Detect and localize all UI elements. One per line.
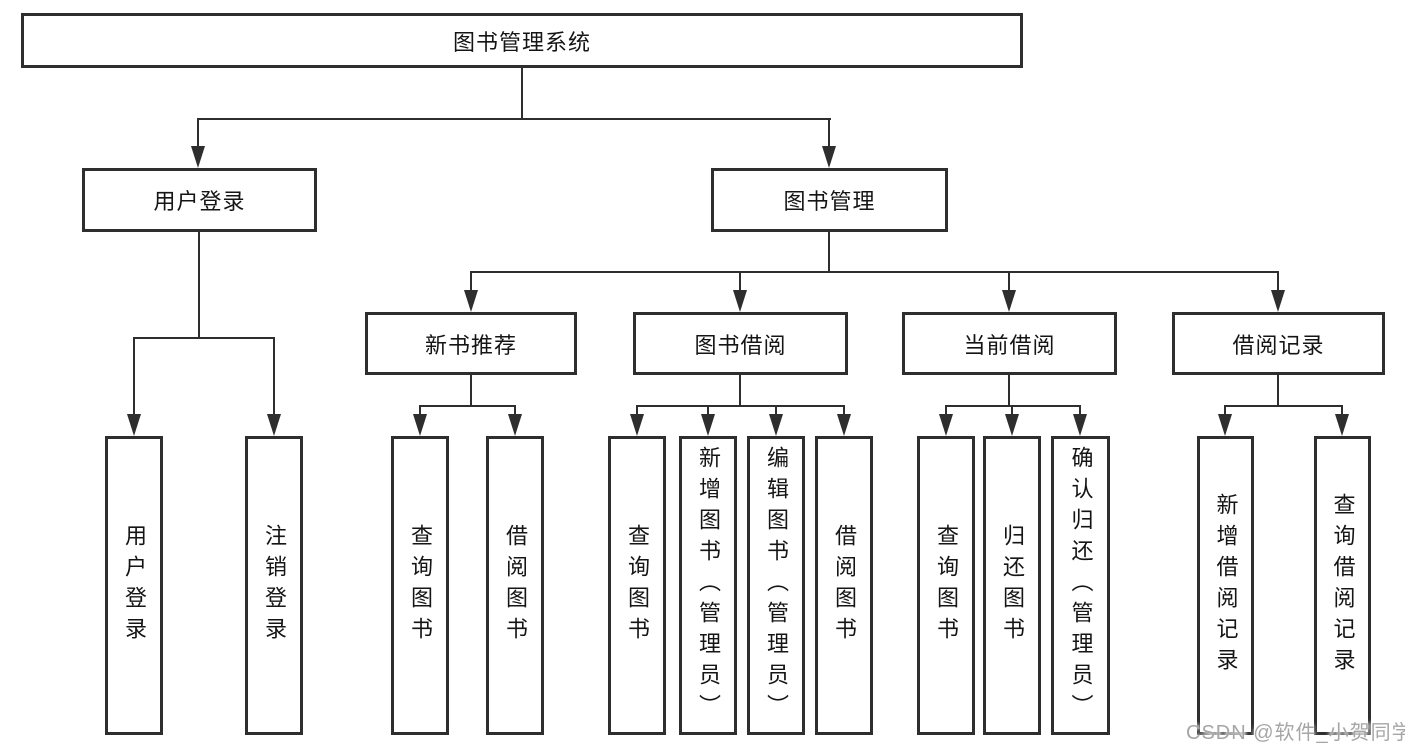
connector-line <box>1008 373 1010 406</box>
connector-line <box>636 405 845 407</box>
leaf-newbooks-borrow: 借阅图书 <box>486 436 544 735</box>
arrow-down-icon <box>1073 414 1087 436</box>
leaf-current-query: 查询图书 <box>917 436 975 735</box>
connector-line <box>419 405 421 416</box>
arrow-down-icon <box>822 146 836 168</box>
leaf-borrow-query: 查询图书 <box>608 436 666 735</box>
connector-line <box>1277 373 1279 406</box>
connector-line <box>1008 271 1010 292</box>
connector-line <box>828 230 830 273</box>
connector-line <box>945 405 947 416</box>
connector-line <box>1079 405 1081 416</box>
arrow-down-icon <box>630 414 644 436</box>
connector-line <box>945 405 1081 407</box>
arrow-down-icon <box>191 146 205 168</box>
node-user-login-label: 用户登录 <box>153 189 246 214</box>
node-book-borrow: 图书借阅 <box>633 312 848 375</box>
leaf-logout-label: 注销登录 <box>262 523 287 648</box>
leaf-borrow-edit-label: 编辑图书（管理员） <box>764 446 789 725</box>
arrow-down-icon <box>733 290 747 312</box>
arrow-down-icon <box>464 290 478 312</box>
arrow-down-icon <box>1005 414 1019 436</box>
connector-line <box>197 118 831 120</box>
connector-line <box>775 405 777 416</box>
leaf-logout: 注销登录 <box>245 436 303 735</box>
connector-line <box>273 337 275 416</box>
connector-line <box>133 337 135 416</box>
arrow-down-icon <box>508 414 522 436</box>
connector-line <box>1224 405 1343 407</box>
leaf-borrow-borrow: 借阅图书 <box>815 436 873 735</box>
connector-line <box>707 405 709 416</box>
arrow-down-icon <box>127 414 141 436</box>
node-borrow-records: 借阅记录 <box>1172 312 1385 375</box>
leaf-borrow-query-label: 查询图书 <box>625 523 650 648</box>
leaf-records-query-label: 查询借阅记录 <box>1330 492 1356 679</box>
arrow-down-icon <box>939 414 953 436</box>
arrow-down-icon <box>1335 414 1349 436</box>
node-book-borrow-label: 图书借阅 <box>694 332 787 358</box>
connector-line <box>1224 405 1226 416</box>
leaf-newbooks-query: 查询图书 <box>391 436 449 735</box>
leaf-records-add: 新增借阅记录 <box>1197 436 1254 735</box>
leaf-newbooks-borrow-label: 借阅图书 <box>503 523 528 648</box>
connector-line <box>1277 271 1279 292</box>
node-new-books-label: 新书推荐 <box>424 332 517 358</box>
node-user-login: 用户登录 <box>82 168 317 232</box>
connector-line <box>828 118 830 148</box>
connector-line <box>514 405 516 416</box>
node-new-books: 新书推荐 <box>365 312 577 375</box>
connector-line <box>739 373 741 406</box>
connector-line <box>133 337 275 339</box>
connector-line <box>197 118 199 148</box>
leaf-current-return-label: 归还图书 <box>1000 523 1025 648</box>
leaf-user-login-label: 用户登录 <box>122 523 147 648</box>
node-current-borrow-label: 当前借阅 <box>963 332 1056 358</box>
leaf-records-add-label: 新增借阅记录 <box>1213 492 1239 679</box>
node-borrow-records-label: 借阅记录 <box>1232 332 1325 358</box>
leaf-borrow-borrow-label: 借阅图书 <box>832 523 857 648</box>
connector-line <box>470 271 472 292</box>
leaf-borrow-add: 新增图书（管理员） <box>679 436 737 735</box>
arrow-down-icon <box>837 414 851 436</box>
leaf-current-confirm-label: 确认归还（管理员） <box>1068 446 1094 725</box>
node-book-mgmt-label: 图书管理 <box>783 189 876 214</box>
connector-line <box>198 230 200 338</box>
arrow-down-icon <box>1218 414 1232 436</box>
arrow-down-icon <box>1002 290 1016 312</box>
arrow-down-icon <box>267 414 281 436</box>
leaf-borrow-edit: 编辑图书（管理员） <box>747 436 805 735</box>
leaf-user-login: 用户登录 <box>105 436 163 735</box>
leaf-current-confirm: 确认归还（管理员） <box>1051 436 1110 735</box>
node-current-borrow: 当前借阅 <box>902 312 1117 375</box>
node-root: 图书管理系统 <box>21 13 1023 68</box>
node-root-label: 图书管理系统 <box>452 29 591 55</box>
leaf-borrow-add-label: 新增图书（管理员） <box>696 446 721 725</box>
connector-line <box>843 405 845 416</box>
connector-line <box>470 373 472 406</box>
connector-line <box>470 271 1279 273</box>
connector-line <box>1341 405 1343 416</box>
watermark: CSDN @软件_小贺同学 <box>1186 722 1405 744</box>
connector-line <box>1011 405 1013 416</box>
arrow-down-icon <box>769 414 783 436</box>
connector-line <box>739 271 741 292</box>
connector-line <box>636 405 638 416</box>
connector-line <box>521 66 523 120</box>
connector-line <box>419 405 516 407</box>
leaf-newbooks-query-label: 查询图书 <box>408 523 433 648</box>
leaf-current-query-label: 查询图书 <box>934 523 959 648</box>
arrow-down-icon <box>413 414 427 436</box>
arrow-down-icon <box>1271 290 1285 312</box>
leaf-current-return: 归还图书 <box>983 436 1041 735</box>
node-book-mgmt: 图书管理 <box>711 168 948 232</box>
arrow-down-icon <box>701 414 715 436</box>
leaf-records-query: 查询借阅记录 <box>1314 436 1371 735</box>
